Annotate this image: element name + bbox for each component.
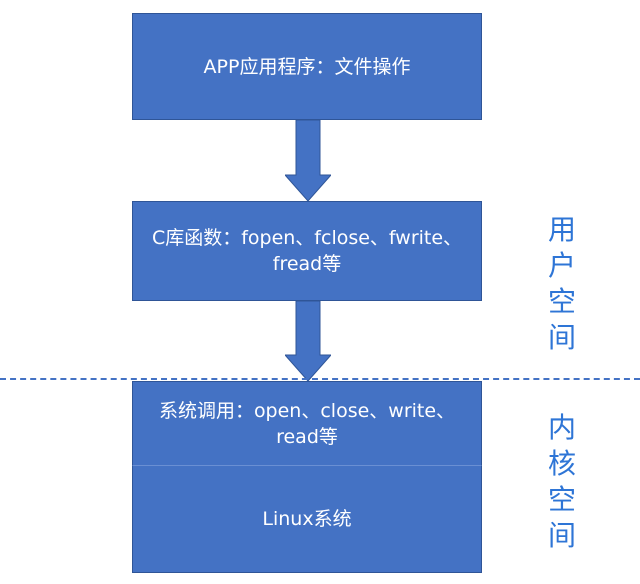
user-space-char: 空 [547, 285, 576, 318]
user-kernel-divider [0, 378, 640, 380]
syscall-layer-label-line1: 系统调用：open、close、write、 [158, 399, 456, 422]
kernel-space-char: 空 [547, 483, 576, 516]
down-arrow-icon [285, 120, 331, 201]
user-space-char: 户 [547, 249, 576, 282]
linux-layer-label: Linux系统 [262, 508, 352, 530]
libc-layer-box: C库函数：fopen、fclose、fwrite、 fread等 [132, 201, 482, 301]
kernel-space-char: 间 [547, 519, 576, 552]
kernel-space-char: 核 [547, 447, 576, 480]
syscall-layer-box: 系统调用：open、close、write、 read等 [132, 381, 482, 465]
app-layer-label: APP应用程序：文件操作 [203, 55, 411, 78]
app-layer-box: APP应用程序：文件操作 [132, 13, 482, 120]
libc-layer-label-line1: C库函数：fopen、fclose、fwrite、 [151, 227, 463, 249]
libc-layer-label-line2: fread等 [272, 253, 342, 275]
user-space-char: 用 [547, 213, 576, 246]
user-space-char: 间 [547, 321, 576, 354]
linux-layer-box: Linux系统 [132, 465, 482, 573]
kernel-space-label: 内 核 空 间 [542, 410, 582, 554]
kernel-space-char: 内 [547, 411, 576, 444]
user-space-label: 用 户 空 间 [542, 212, 582, 356]
down-arrow-icon [285, 301, 331, 381]
syscall-layer-label-line2: read等 [276, 425, 338, 448]
